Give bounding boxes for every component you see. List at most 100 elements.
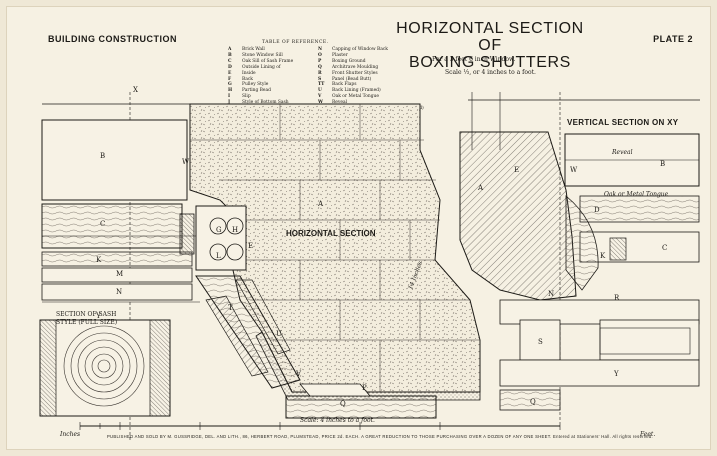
reference-text: Back Flaps <box>332 82 357 88</box>
reveal-note: Reveal <box>611 149 633 156</box>
label-L: L <box>216 252 221 260</box>
reference-table-title: TABLE OF REFERENCE. <box>262 40 329 45</box>
reference-entry: U Back Lining (Framed) <box>318 88 424 94</box>
reference-entry: F Back <box>228 77 293 83</box>
reference-entry: O Plaster <box>318 53 424 59</box>
label-N: N <box>116 288 122 296</box>
label-Q-vert: Q <box>530 398 536 406</box>
label-K-left: K <box>96 256 102 264</box>
reference-key: D <box>228 64 232 70</box>
scale-text: Scale ⅓, or 4 inches to a foot. <box>445 69 536 76</box>
reference-text: Inside <box>242 70 256 76</box>
reference-key: O <box>318 52 322 58</box>
reference-key: U <box>318 88 322 94</box>
label-U: U <box>276 330 282 338</box>
title-line-1: HORIZONTAL SECTION OF <box>396 20 584 54</box>
reference-entry: V Oak or Metal Tongue <box>318 94 424 100</box>
header-left: BUILDING CONSTRUCTION <box>48 34 177 44</box>
label-P: P <box>362 384 367 392</box>
label-M: M <box>116 270 123 278</box>
label-Q: Q <box>340 400 346 408</box>
plate-number: PLATE 2 <box>653 34 693 44</box>
reference-text: Oak Sill of Sash Frame <box>242 58 294 64</box>
scale-note: Scale: 4 inches to a foot. <box>300 417 375 424</box>
reference-text: Architrave Moulding <box>332 64 379 70</box>
label-Y-vert: Y <box>613 370 619 378</box>
label-H: H <box>232 226 238 234</box>
reference-text: Reveal <box>332 100 348 106</box>
tongue-note: Oak or Metal Tongue <box>604 191 669 198</box>
reference-text: Parting Bead <box>242 88 271 94</box>
reference-text: Back <box>242 76 253 82</box>
reference-text: Pulley Style <box>242 82 269 88</box>
label-S-vert: S <box>538 338 543 346</box>
reference-entry: R Front Shutter Styles <box>318 71 424 77</box>
label-N-vert: N <box>548 290 554 298</box>
reference-key: H <box>228 88 233 94</box>
reference-text: Capping of Window Back <box>332 47 388 52</box>
label-W-left: W <box>182 158 190 166</box>
label-A-vert: A <box>477 184 484 192</box>
horizontal-section <box>39 92 561 440</box>
horizontal-section-title: HORIZONTAL SECTION <box>286 229 376 238</box>
publisher-footer: PUBLISHED AND SOLD BY M. GUSSRIDGE, DEL.… <box>106 434 654 439</box>
reference-entry: E Inside <box>228 71 293 77</box>
sash-note-2: STYLE (FULL SIZE) <box>56 319 117 326</box>
label-G: G <box>216 226 222 234</box>
scale-left-label: Inches <box>59 431 80 438</box>
label-D-vert: D <box>594 206 600 214</box>
reference-entry: H Parting Bead <box>228 88 293 94</box>
label-E-vert: E <box>514 166 519 174</box>
reference-entry: J Style of Bottom Sash <box>228 100 293 106</box>
vertical-section-title: VERTICAL SECTION ON XY <box>567 118 679 127</box>
reference-key: V <box>318 94 322 100</box>
reference-entry: N Capping of Window Back <box>318 47 424 53</box>
reference-text: Panel (Bead Butt) <box>332 76 372 82</box>
reference-key: F <box>228 76 232 82</box>
reference-key: Q <box>318 64 322 70</box>
reference-text: Front Shutter Styles <box>332 70 378 76</box>
reference-key: P <box>318 58 322 64</box>
reference-entry: D Outside Lining of <box>228 65 293 71</box>
title-line-2: BOXING SHUTTERS <box>409 54 571 71</box>
label-V: V <box>295 370 302 378</box>
label-B-left: B <box>100 152 105 160</box>
reference-key: R <box>318 70 322 76</box>
reference-text: Stone Window Sill <box>242 52 283 58</box>
reference-text: Slip <box>242 94 251 100</box>
reference-key: E <box>228 70 232 76</box>
reference-key: C <box>228 58 232 64</box>
reference-text: Boxing Ground <box>332 58 366 64</box>
scale-right-label: Feet. <box>639 431 655 438</box>
reference-key: J <box>228 100 231 106</box>
reference-text: Back Lining (Framed) <box>332 88 381 94</box>
vertical-section <box>459 92 700 420</box>
reference-entry: C Oak Sill of Sash Frame <box>228 59 293 65</box>
label-R-vert: R <box>614 294 620 302</box>
reference-text: Oak or Metal Tongue <box>332 94 379 100</box>
reference-key: B <box>228 52 232 58</box>
reference-key: G <box>228 82 232 88</box>
reference-text: Plaster <box>332 52 348 58</box>
reference-entry: S Panel (Bead Butt) <box>318 77 424 83</box>
reference-text: Style of Bottom Sash <box>242 100 289 106</box>
reference-entry: P Boxing Ground <box>318 59 424 65</box>
label-E: E <box>248 242 253 250</box>
label-W-vert: W <box>570 166 578 174</box>
reference-key: S <box>318 76 322 82</box>
reference-key: TT <box>318 82 325 88</box>
subtitle: For a 3 feet 6 inch Window. <box>432 56 516 63</box>
sash-note-1: SECTION OF SASH <box>56 311 116 318</box>
label-A-main: A <box>317 200 324 208</box>
label-C-vert: C <box>662 244 667 252</box>
reference-entry: B Stone Window Sill <box>228 53 293 59</box>
reference-entry: TT Back Flaps <box>318 82 424 88</box>
label-T: T <box>228 304 233 312</box>
reference-text: Outside Lining of <box>242 64 281 70</box>
reference-key: N <box>318 47 323 52</box>
plate-title: HORIZONTAL SECTION OF BOXING SHUTTERS <box>395 20 585 71</box>
